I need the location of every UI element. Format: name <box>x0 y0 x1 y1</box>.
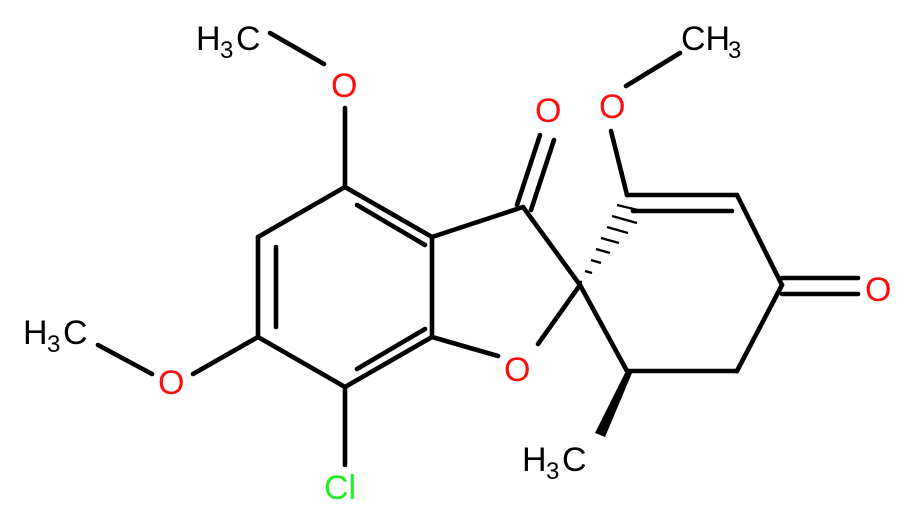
bonds <box>95 30 861 468</box>
bond <box>520 204 583 288</box>
bond <box>429 204 526 240</box>
oxygen-methoxy-left: O <box>158 364 184 402</box>
methyl-left-c: C <box>63 314 88 352</box>
methyl-bottom-c: C <box>562 441 587 479</box>
oxygen-methoxy-top: O <box>331 67 357 105</box>
hashed-wedge-bond <box>580 203 643 284</box>
oxygen-ketone-right: O <box>865 271 891 309</box>
bond <box>623 50 683 89</box>
bond <box>528 137 557 213</box>
hash <box>606 225 629 235</box>
chlorine-atom: Cl <box>324 469 356 507</box>
bond <box>255 334 348 390</box>
methyl-right-top-ch: CH <box>681 20 730 58</box>
bond <box>514 132 543 208</box>
methyl-top-left-h: H <box>196 20 221 58</box>
oxygen-methoxy-right: O <box>599 88 625 126</box>
bond <box>734 192 785 288</box>
methyl-bottom-h: H <box>522 441 547 479</box>
bond <box>342 334 435 390</box>
bond <box>354 202 428 248</box>
methyl-top-left-sub: 3 <box>220 37 233 64</box>
bond <box>190 334 261 377</box>
bond <box>608 128 630 198</box>
methyl-bottom-sub: 3 <box>546 458 559 485</box>
bond <box>429 334 501 359</box>
bond <box>354 326 428 372</box>
bond <box>95 342 155 377</box>
bond <box>267 30 327 67</box>
bond <box>342 184 435 240</box>
methyl-left-h: H <box>23 314 48 352</box>
oxygen-carbonyl-top: O <box>535 92 561 130</box>
bond <box>255 184 348 240</box>
hash <box>590 258 602 265</box>
hash <box>611 214 638 225</box>
hash <box>600 236 620 245</box>
solid-wedge-bond <box>595 373 632 437</box>
bond <box>577 282 630 374</box>
oxygen-ring: O <box>504 351 530 389</box>
hash <box>616 203 643 213</box>
atom-labels: H 3 C O H 3 C O Cl O O O CH 3 O H 3 C <box>23 20 891 507</box>
methyl-left-sub: 3 <box>47 331 60 358</box>
methyl-right-top-sub: 3 <box>728 37 741 64</box>
hash <box>595 247 611 255</box>
bond <box>734 282 785 374</box>
bond <box>535 282 583 347</box>
methyl-top-left-c: C <box>236 20 261 58</box>
hash <box>584 269 593 275</box>
